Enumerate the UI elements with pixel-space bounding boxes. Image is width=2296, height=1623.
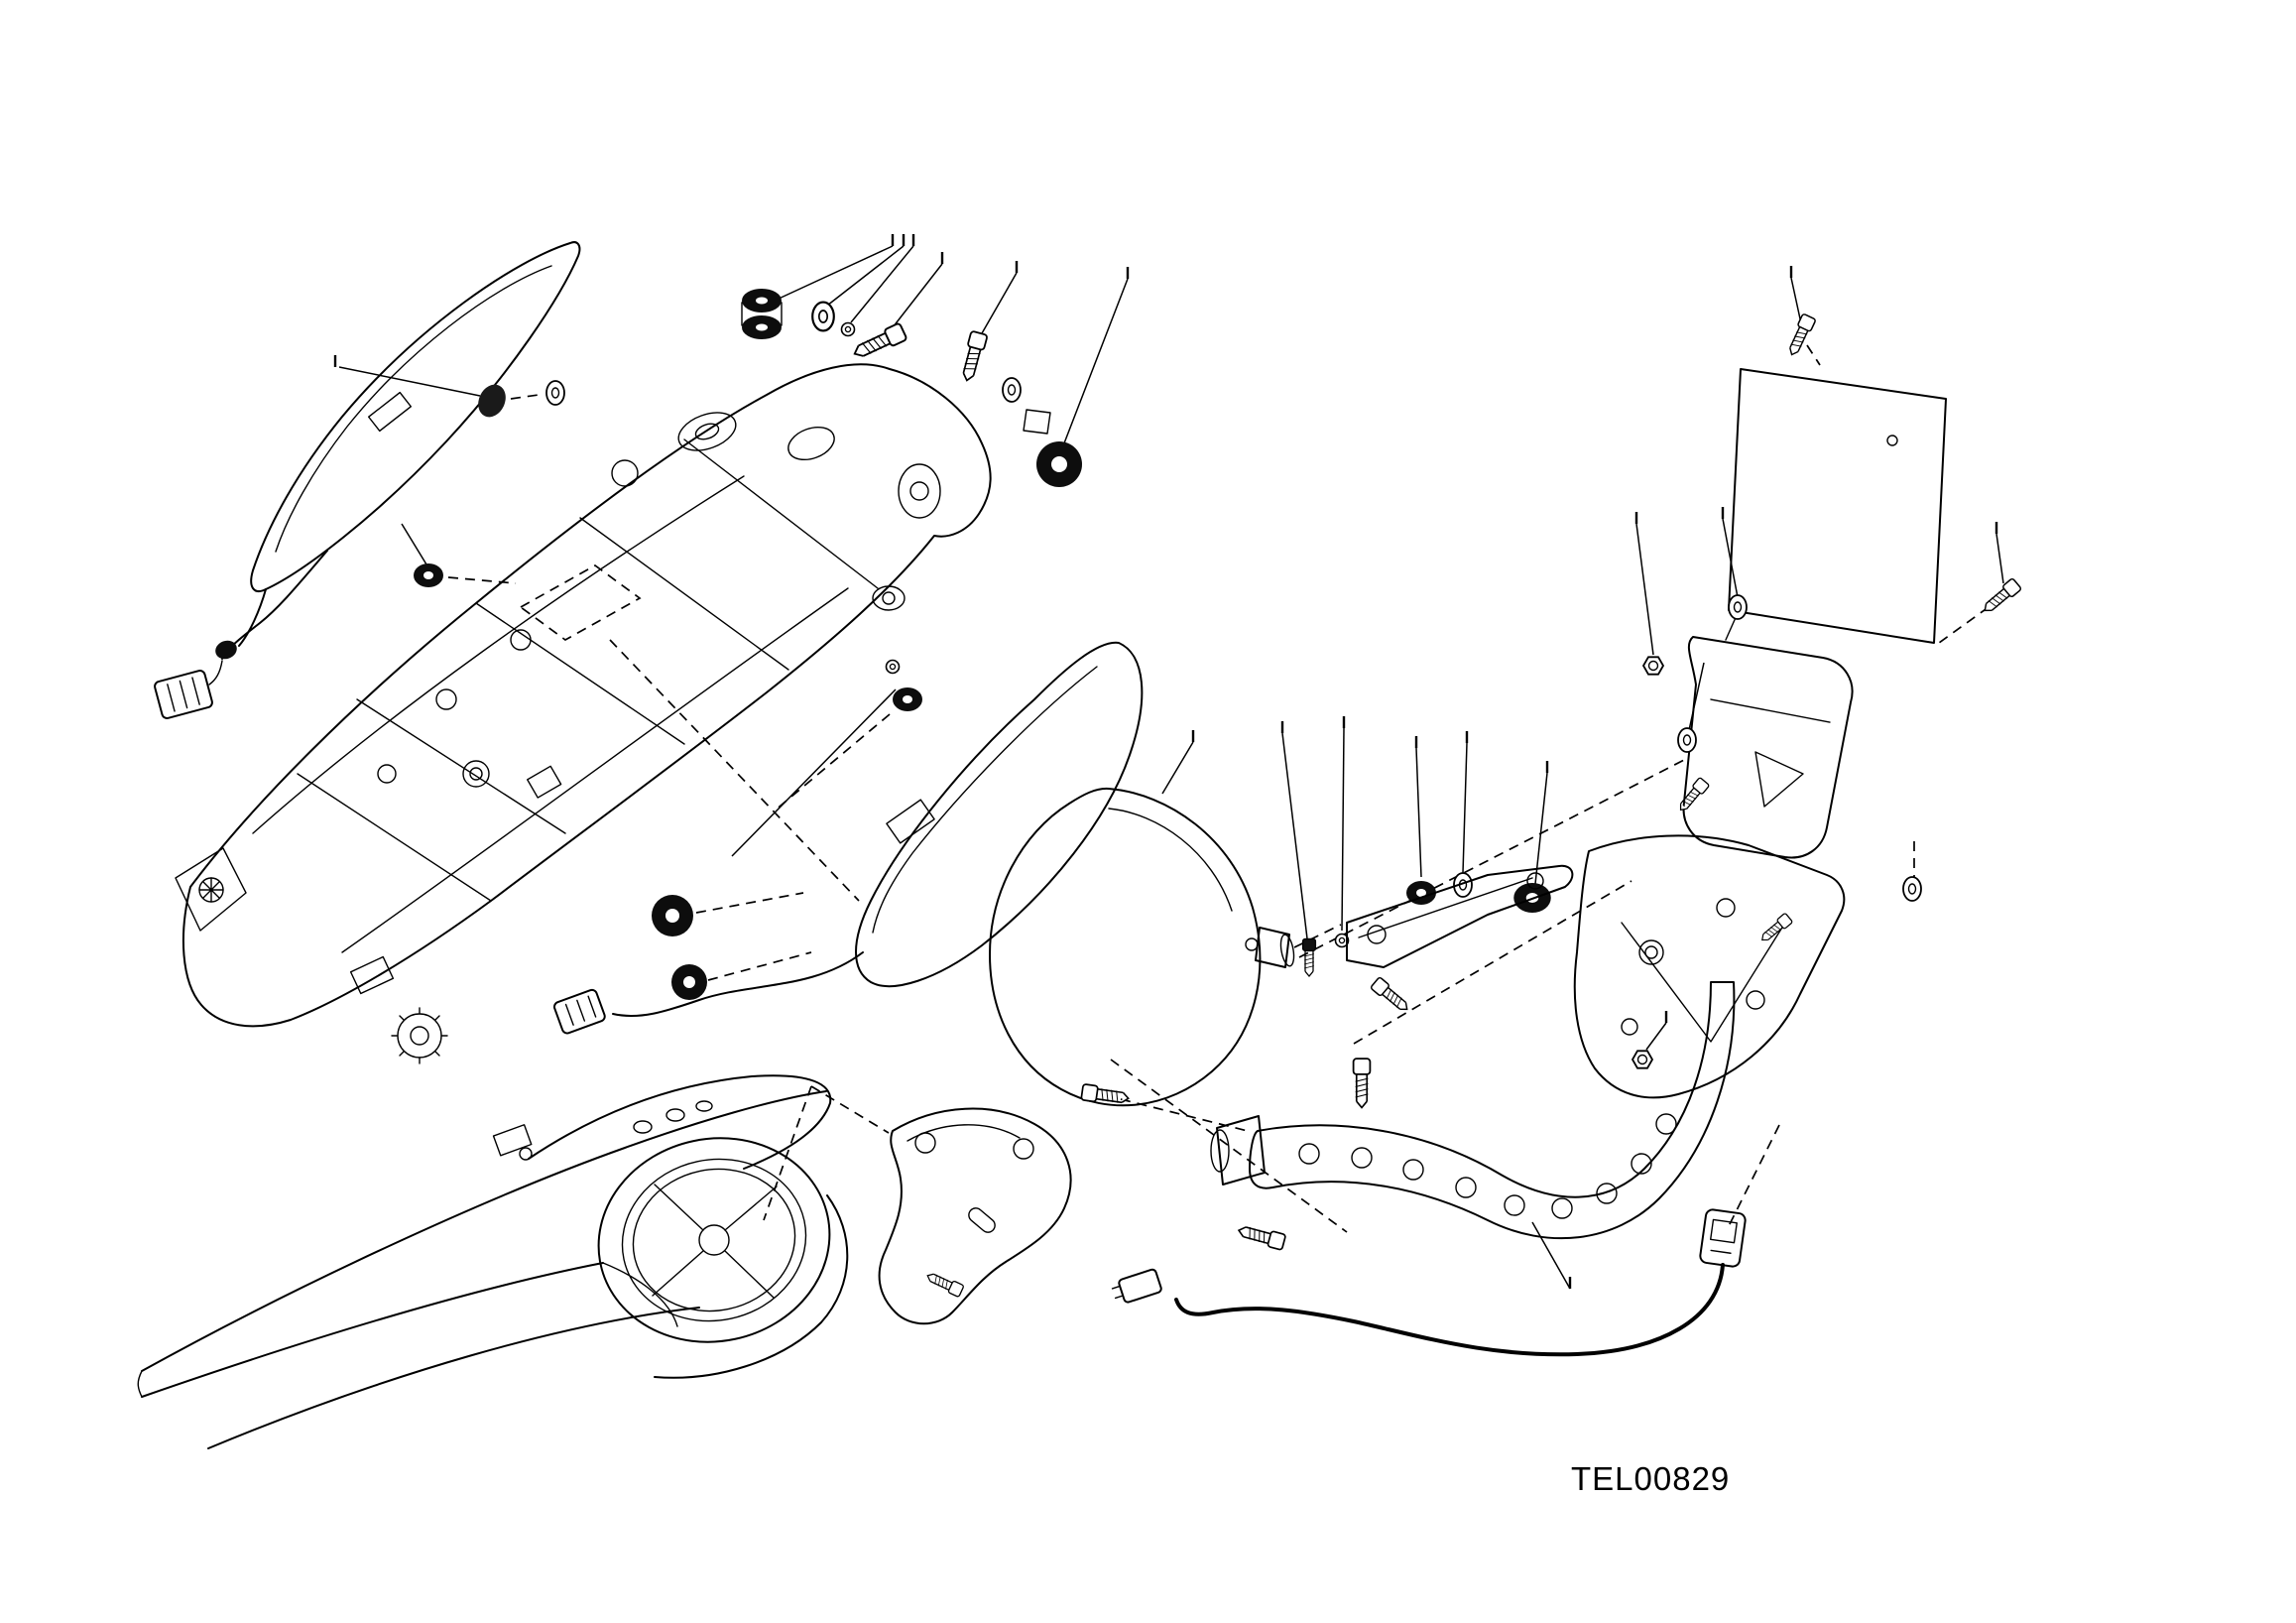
lens-tab (886, 799, 935, 844)
washer (1728, 594, 1748, 620)
round-lamp-housing (597, 1137, 831, 1343)
screw (1352, 1058, 1372, 1109)
diagram-code-label: TEL00829 (1571, 1460, 1730, 1497)
license-plate-holder (1573, 312, 2023, 1099)
screw (1674, 776, 1711, 815)
cable-connector (1111, 1268, 1162, 1304)
spacer-cone (1023, 409, 1051, 435)
seat-latch (492, 1124, 533, 1161)
lens-grommets (652, 895, 707, 1000)
plate-bracket-lower (1573, 834, 1846, 1099)
rubber-bush (478, 384, 506, 418)
nut (1631, 1050, 1653, 1069)
fairing-wiring-harness (154, 550, 328, 719)
lamp-cover-bracket (878, 1107, 1072, 1325)
screw-dark (1301, 937, 1317, 977)
screw (849, 321, 908, 363)
connector-plug (154, 670, 213, 719)
washer (885, 659, 901, 675)
fairing-outline (250, 241, 581, 592)
tail-light-support (1210, 864, 1736, 1251)
plate-bracket-upper (1682, 636, 1854, 859)
top-fasteners (741, 289, 1082, 487)
connector-plug (552, 988, 606, 1035)
washer (1902, 876, 1922, 902)
rubber-cap (215, 640, 237, 660)
grommet-stack (741, 289, 783, 339)
screw (1979, 576, 2023, 617)
rear-bodywork (137, 1074, 849, 1449)
cable (1174, 1263, 1725, 1357)
callout-leader-lines (333, 234, 2004, 1290)
screw (957, 329, 989, 384)
mid-fasteners (1080, 872, 1551, 1109)
washer (1677, 727, 1697, 753)
upper-bracket (1346, 864, 1574, 968)
cover-bracket-outline (878, 1107, 1072, 1325)
support-arm (1249, 981, 1736, 1240)
grommet (414, 563, 443, 587)
large-grommet (1036, 441, 1082, 487)
screw (1369, 975, 1413, 1016)
lens-outline (855, 641, 1144, 988)
washer (545, 380, 565, 406)
fairing-reflector (367, 391, 413, 433)
washer (811, 301, 835, 332)
bulb-holder (1245, 927, 1295, 968)
subframe-outline (181, 363, 992, 1028)
washer (1002, 377, 1022, 403)
plate-light-cable (1111, 1208, 1747, 1357)
rear-subframe (175, 363, 992, 1064)
front-mount-gusset (175, 847, 247, 932)
grommet (893, 687, 922, 711)
arm-end-block (1210, 1115, 1266, 1186)
screw (1236, 1221, 1287, 1251)
toothed-disc (391, 1007, 448, 1064)
screw (923, 1269, 965, 1299)
plate-blank (1728, 368, 1947, 644)
mesh-lens-outline (989, 787, 1262, 1107)
arm-lightening-holes (1298, 1113, 1677, 1219)
tail-light-lens-right (552, 641, 1144, 1035)
tail-fairing-left (250, 241, 581, 592)
screw (1080, 1082, 1131, 1107)
washer-small (840, 321, 856, 337)
plate-light-unit (1699, 1208, 1747, 1268)
screw (1757, 912, 1794, 945)
assembly-axis-dashed-lines (447, 344, 1990, 1233)
nut (1642, 656, 1664, 676)
callout-ticks (333, 234, 1998, 1289)
tail-light-lens-main (989, 787, 1295, 1107)
